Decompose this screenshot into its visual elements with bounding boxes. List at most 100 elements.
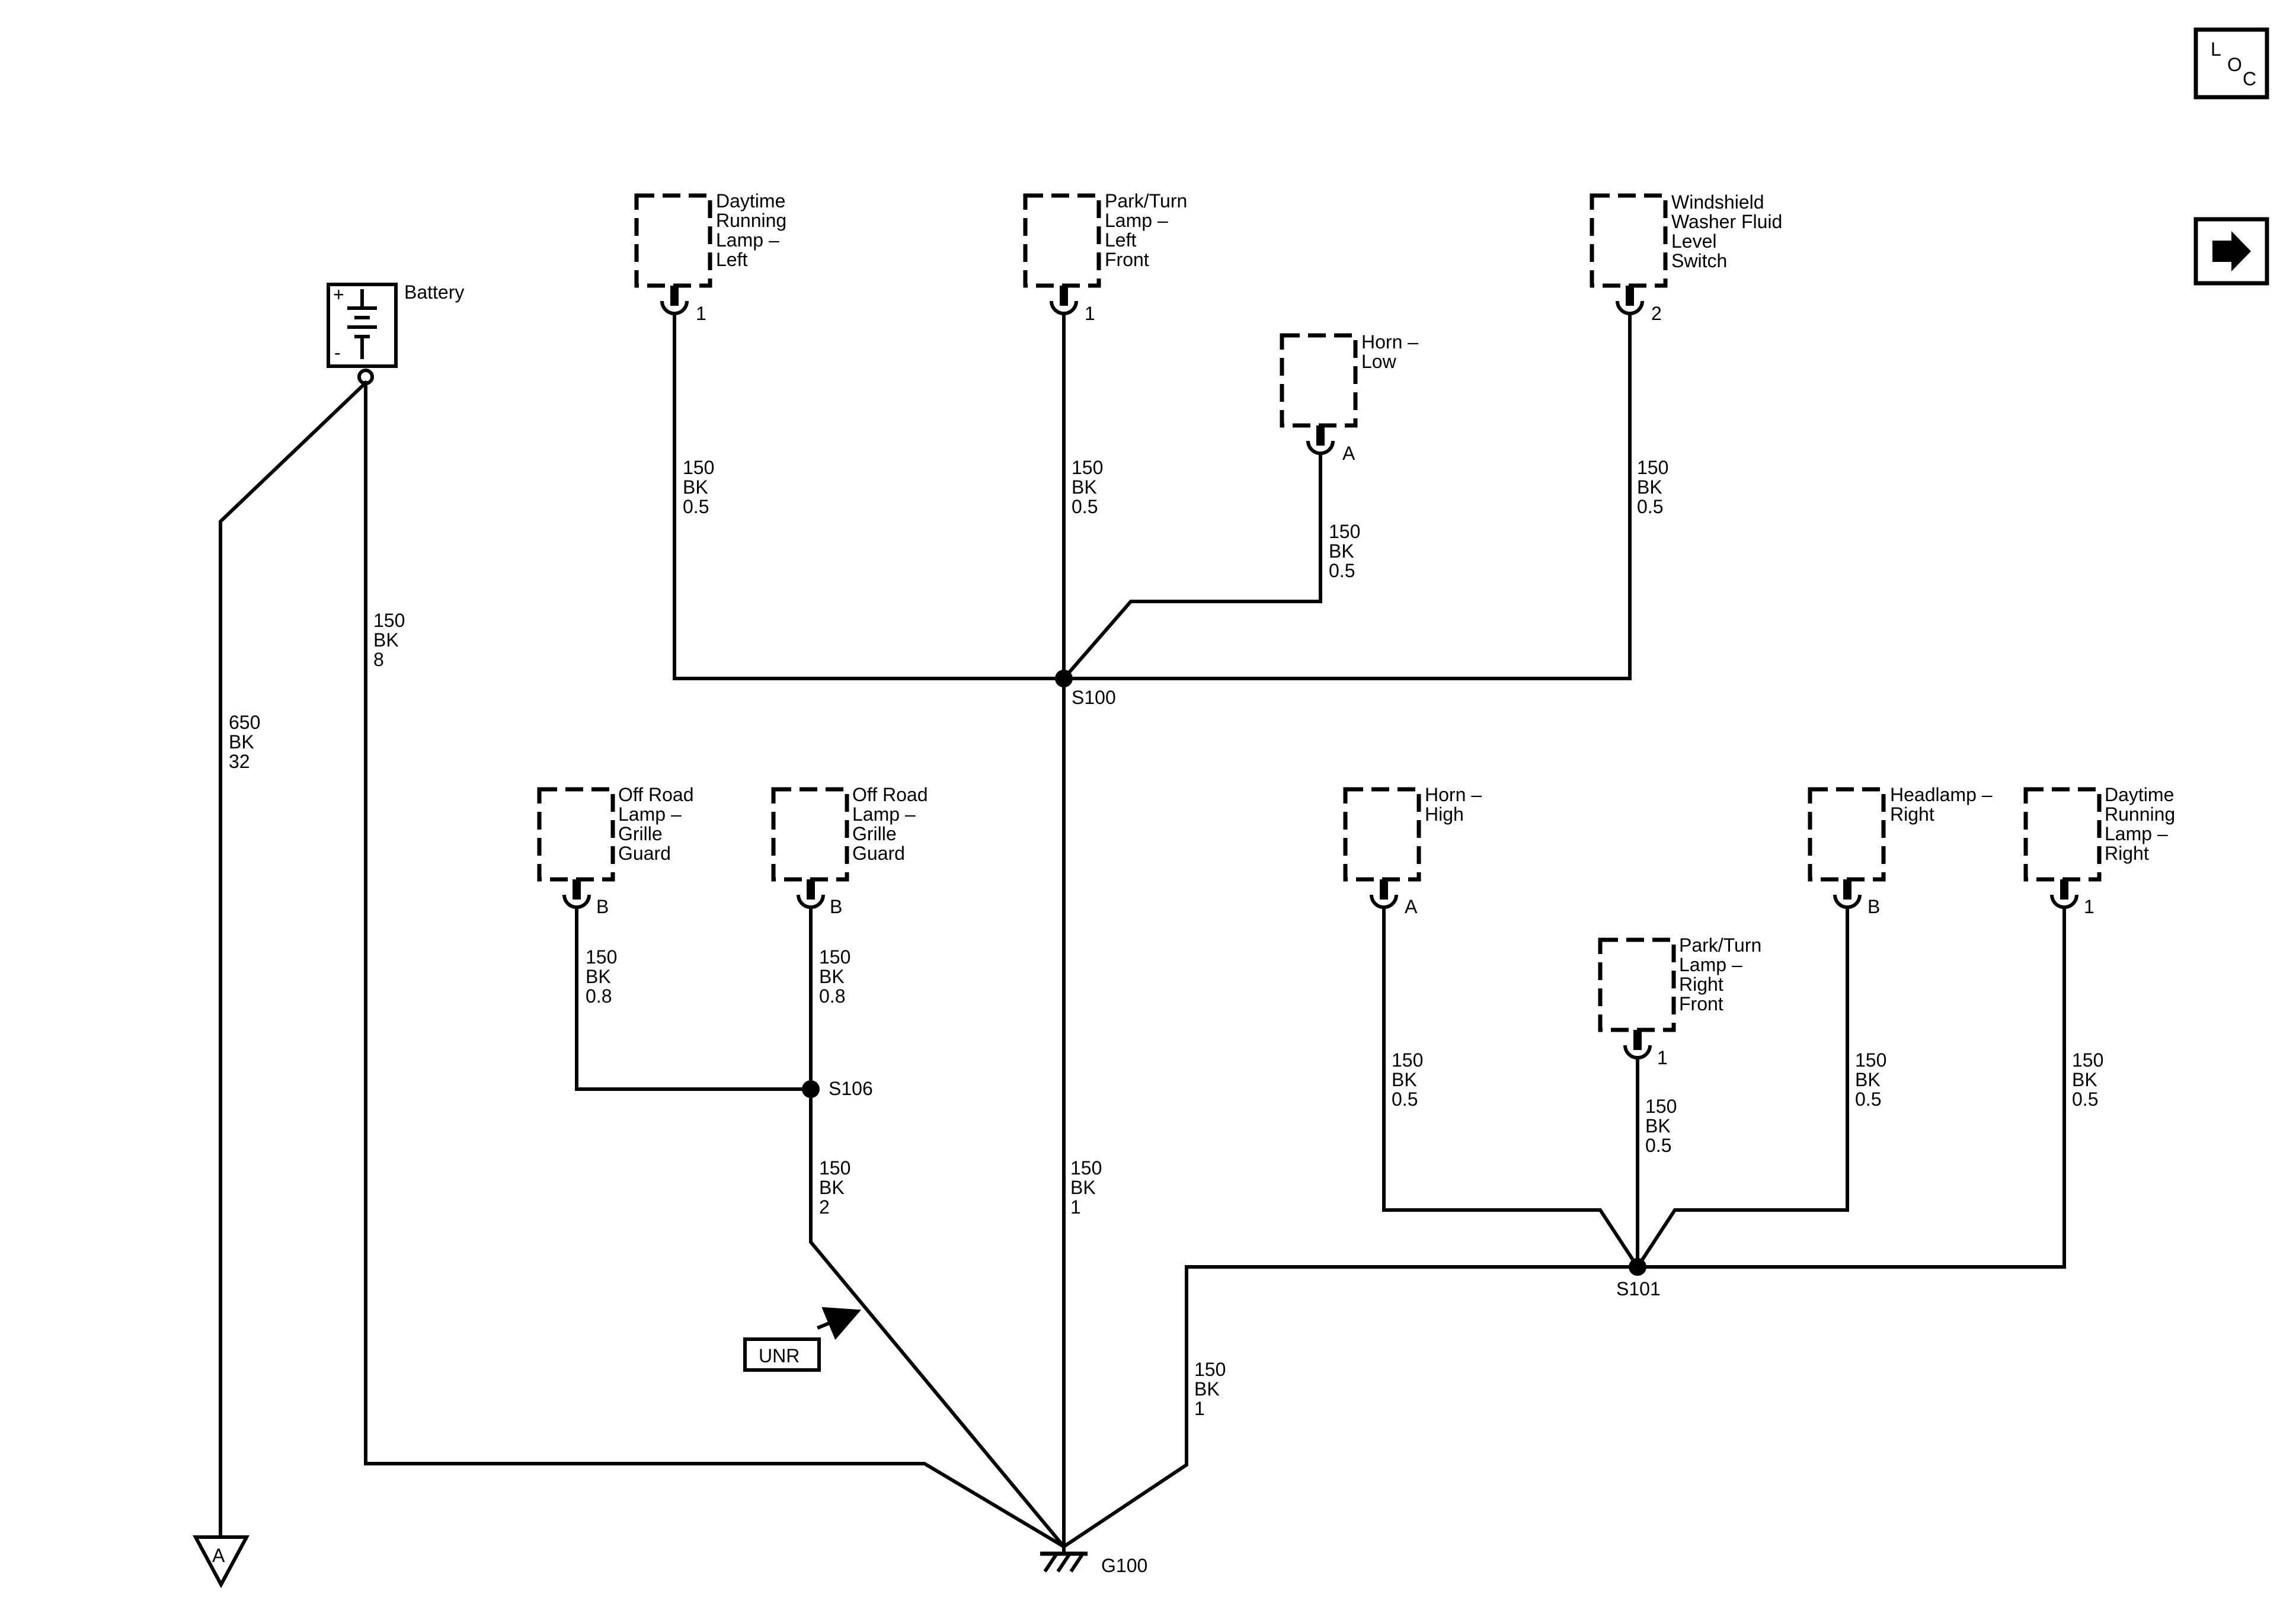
wire-label-line: BK <box>1070 1177 1096 1198</box>
wire-label-line: BK <box>1637 476 1662 498</box>
connector-pin-icon <box>1306 425 1335 455</box>
wire-s101-g100 <box>1061 1265 1639 1550</box>
component-washer-switch: 2 Windshield Washer Fluid Level Switch <box>1590 191 1782 324</box>
wire-label-line: 150 <box>586 946 617 968</box>
wire-label-line: 8 <box>373 649 384 670</box>
ground-g100: G100 <box>1040 1547 1147 1576</box>
wire-label-line: 150 <box>1855 1049 1886 1071</box>
washer-switch-label-4: Switch <box>1671 250 1727 271</box>
splice-s101-label: S101 <box>1616 1278 1661 1299</box>
offroad-2-label-4: Guard <box>852 843 905 864</box>
wire-label-line: 0.5 <box>1855 1089 1881 1110</box>
offroad-2-label-2: Lamp – <box>852 804 916 825</box>
connector-pin-icon <box>1833 879 1862 909</box>
wire-label-line: 150 <box>1392 1049 1423 1071</box>
drl-right-label-1: Daytime <box>2105 784 2174 805</box>
wire-label-horn-high: 150 BK 0.5 <box>1392 1049 1423 1110</box>
next-page-button[interactable] <box>2193 217 2269 286</box>
offroad-1-label-4: Guard <box>618 843 671 864</box>
park-turn-right-label-1: Park/Turn <box>1679 934 1761 956</box>
offroad-2-pin: B <box>830 896 842 917</box>
wire-label-line: 0.5 <box>1392 1089 1418 1110</box>
wire-label-line: BK <box>586 966 611 987</box>
horn-low-label-1: Horn – <box>1361 331 1418 353</box>
wire-horn-high <box>1382 908 1641 1270</box>
wire-label-offroad-2: 150 BK 0.8 <box>819 946 850 1007</box>
park-turn-right-label-4: Front <box>1679 993 1723 1014</box>
wire-label-line: BK <box>1645 1115 1671 1137</box>
wire-label-battery-ground: 650 BK 32 <box>229 712 260 772</box>
drl-right-label-3: Lamp – <box>2105 823 2168 844</box>
battery: + - Battery <box>327 281 464 385</box>
arrow-right-icon <box>2212 231 2251 271</box>
offroad-2-label-3: Grille <box>852 823 897 844</box>
wire-label-line: BK <box>819 966 845 987</box>
wires <box>219 315 2066 1550</box>
wire-horn-low <box>1061 454 1322 681</box>
component-offroad-lamp-1: B Off Road Lamp – Grille Guard <box>537 784 693 917</box>
wire-label-line: BK <box>2072 1069 2097 1090</box>
wire-label-line: 150 <box>373 610 405 631</box>
component-park-turn-right: 1 Park/Turn Lamp – Right Front <box>1598 934 1761 1068</box>
offroad-2-label-1: Off Road <box>852 784 928 805</box>
wire-label-line: BK <box>1194 1378 1220 1400</box>
connector-pin-icon <box>797 879 825 909</box>
wire-label-battery-g100: 150 BK 8 <box>373 610 405 670</box>
loc-letter-l: L <box>2211 39 2221 60</box>
wire-s100-bus <box>673 315 1632 680</box>
wire-label-line: 0.8 <box>819 985 845 1007</box>
wire-label-s100-g100: 150 BK 1 <box>1070 1157 1102 1218</box>
connector-pin-icon <box>1623 1030 1652 1060</box>
component-drl-right: 1 Daytime Running Lamp – Right <box>2023 784 2175 917</box>
wire-label-line: BK <box>229 731 254 753</box>
park-turn-left-label-1: Park/Turn <box>1105 190 1187 212</box>
connector-pin-icon <box>1616 286 1644 315</box>
wire-drl-right <box>1636 908 2066 1269</box>
offpage-connector-a[interactable]: A <box>192 1535 250 1589</box>
park-turn-right-label-3: Right <box>1679 974 1723 995</box>
wire-label-line: BK <box>1392 1069 1417 1090</box>
wire-label-line: 150 <box>2072 1049 2103 1071</box>
wire-label-line: 0.5 <box>1637 496 1663 517</box>
washer-switch-label-3: Level <box>1671 231 1717 252</box>
wire-offroad-1 <box>575 908 813 1091</box>
splice-s106: S106 <box>802 1078 873 1099</box>
drl-left-label-3: Lamp – <box>716 229 779 251</box>
wire-label-line: BK <box>683 476 708 498</box>
wire-label-park-turn-left: 150 BK 0.5 <box>1072 457 1103 517</box>
loc-button[interactable]: L O C <box>2193 27 2269 100</box>
wire-label-s106-g100: 150 BK 2 <box>819 1157 850 1218</box>
wire-label-line: 0.5 <box>1645 1135 1671 1156</box>
wire-label-offroad-1: 150 BK 0.8 <box>586 946 617 1007</box>
wire-label-washer-switch: 150 BK 0.5 <box>1637 457 1668 517</box>
battery-plus: + <box>333 284 344 305</box>
park-turn-left-label-2: Lamp – <box>1105 210 1168 231</box>
component-park-turn-left: 1 Park/Turn Lamp – Left Front <box>1023 190 1187 324</box>
wire-label-line: 150 <box>1329 521 1360 542</box>
drl-left-label-2: Running <box>716 210 786 231</box>
component-headlamp-right: B Headlamp – Right <box>1808 784 1993 917</box>
headlamp-right-label-2: Right <box>1890 804 1934 825</box>
offroad-1-pin: B <box>596 896 609 917</box>
wire-label-park-turn-right: 150 BK 0.5 <box>1645 1096 1677 1156</box>
wire-label-headlamp-right: 150 BK 0.5 <box>1855 1049 1886 1110</box>
connector-pin-icon <box>2050 879 2078 909</box>
wire-label-drl-left: 150 BK 0.5 <box>683 457 714 517</box>
horn-low-pin: A <box>1342 443 1355 464</box>
connector-pin-icon <box>660 286 689 315</box>
wire-label-line: 1 <box>1070 1196 1081 1218</box>
wire-battery-ground <box>219 380 369 1538</box>
wire-label-line: 32 <box>229 751 250 772</box>
washer-switch-label-2: Washer Fluid <box>1671 211 1782 232</box>
wire-s106-g100 <box>809 1087 1067 1550</box>
headlamp-right-pin: B <box>1868 896 1880 917</box>
wire-label-line: 150 <box>1645 1096 1677 1117</box>
battery-cell-icon <box>347 289 377 359</box>
offroad-1-label-1: Off Road <box>618 784 693 805</box>
wire-label-line: 0.5 <box>1072 496 1098 517</box>
component-horn-high: A Horn – High <box>1343 784 1482 917</box>
horn-low-label-2: Low <box>1361 351 1397 372</box>
connector-pin-icon <box>1050 286 1078 315</box>
offpage-connector-a-label: A <box>212 1545 225 1566</box>
wire-label-s101-g100: 150 BK 1 <box>1194 1359 1226 1419</box>
